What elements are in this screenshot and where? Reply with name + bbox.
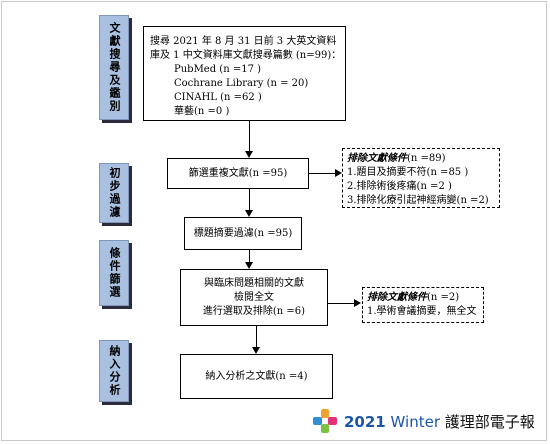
exclude1-reason-1: 1.題目及摘要不符(n =85 ) — [347, 167, 469, 178]
exclude1-title: 排除文獻條件 — [347, 153, 407, 164]
stage-eligibility-label: 條件篩選 — [108, 247, 121, 299]
connector-title-fulltext — [249, 250, 250, 262]
db-cinahl: CINAHL (n =62 ) — [174, 92, 262, 103]
newsletter-brand: 2021 Winter 護理部電子報 — [312, 408, 535, 434]
fulltext-line2: 檢閱全文 — [234, 291, 274, 303]
cross-logo-icon — [313, 409, 337, 433]
exclude-box-1: 排除文獻條件(n =89) 1.題目及摘要不符(n =85 ) 2.排除術後疼痛… — [342, 148, 500, 208]
search-box: 搜尋 2021 年 8 月 31 日前 3 大英文資料 庫及 1 中文資料庫文獻… — [143, 26, 346, 121]
stage-search-tab: 文獻搜尋及鑑別 — [99, 15, 129, 120]
arrowhead-fulltext-included — [252, 347, 260, 354]
connector-dedup-title — [249, 189, 250, 210]
brand-text: 2021 Winter 護理部電子報 — [344, 411, 535, 432]
dedup-box: 篩選重複文獻(n =95) — [167, 158, 309, 189]
included-box: 納入分析之文獻(n =4) — [180, 354, 333, 399]
arrowhead-title-fulltext — [245, 262, 253, 269]
stage-included-tab: 納入分析 — [99, 340, 129, 402]
arrowhead-dedup-exclude1 — [335, 169, 342, 177]
brand-season: Winter — [390, 412, 440, 431]
exclude2-count: (n =2) — [427, 292, 460, 303]
stage-included-label: 納入分析 — [108, 345, 121, 397]
search-line2: 庫及 1 中文資料庫文獻搜尋篇數 (n=99)： — [150, 50, 342, 61]
stage-screening-label: 初步過濾 — [108, 167, 121, 219]
exclude1-reason-3: 3.排除化療引起神經病變(n =2) — [347, 195, 489, 206]
title-abstract-text: 標題摘要過濾(n =95) — [193, 227, 293, 239]
exclude2-header: 排除文獻條件(n =2) — [367, 291, 483, 305]
stage-search-label: 文獻搜尋及鑑別 — [108, 22, 121, 113]
arrowhead-dedup-title — [245, 210, 253, 217]
fulltext-line3: 進行選取及排除(n =6) — [202, 305, 306, 317]
connector-search-dedup — [249, 121, 250, 151]
fulltext-line1: 與臨床問題相關的文獻 — [204, 277, 304, 289]
stage-screening-tab: 初步過濾 — [99, 163, 129, 223]
exclude1-reason-2: 2.排除術後疼痛(n =2 ) — [347, 181, 452, 192]
brand-year: 2021 — [344, 412, 386, 431]
connector-fulltext-exclude2 — [328, 303, 355, 304]
exclude2-reason-1: 1.學術會議摘要，無全文 — [367, 306, 477, 317]
db-pubmed: PubMed (n =17 ) — [174, 64, 262, 75]
stage-eligibility-tab: 條件篩選 — [99, 240, 129, 306]
title-abstract-box: 標題摘要過濾(n =95) — [184, 217, 302, 250]
exclude2-title: 排除文獻條件 — [367, 292, 427, 303]
search-line1: 搜尋 2021 年 8 月 31 日前 3 大英文資料 — [150, 36, 337, 47]
exclude1-header: 排除文獻條件(n =89) — [347, 152, 499, 166]
arrowhead-fulltext-exclude2 — [354, 299, 361, 307]
exclude-box-2: 排除文獻條件(n =2) 1.學術會議摘要，無全文 — [362, 287, 484, 323]
arrowhead-search-dedup — [245, 151, 253, 158]
db-airiti: 華藝(n =0 ) — [174, 106, 230, 117]
dedup-text: 篩選重複文獻(n =95) — [188, 167, 288, 179]
db-cochrane: Cochrane Library (n = 20) — [174, 78, 309, 89]
fulltext-box: 與臨床問題相關的文獻 檢閱全文 進行選取及排除(n =6) — [180, 269, 328, 326]
connector-dedup-exclude1 — [309, 173, 336, 174]
included-text: 納入分析之文獻(n =4) — [205, 370, 308, 382]
connector-fulltext-included — [256, 326, 257, 347]
exclude1-count: (n =89) — [407, 153, 446, 164]
brand-name: 護理部電子報 — [444, 412, 535, 431]
